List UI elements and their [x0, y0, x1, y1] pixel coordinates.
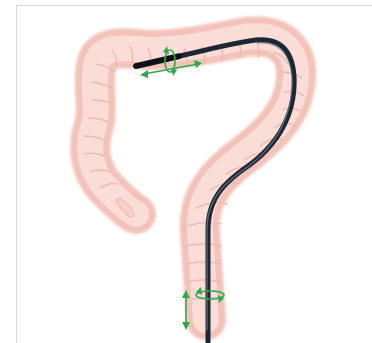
colon — [84, 36, 304, 320]
